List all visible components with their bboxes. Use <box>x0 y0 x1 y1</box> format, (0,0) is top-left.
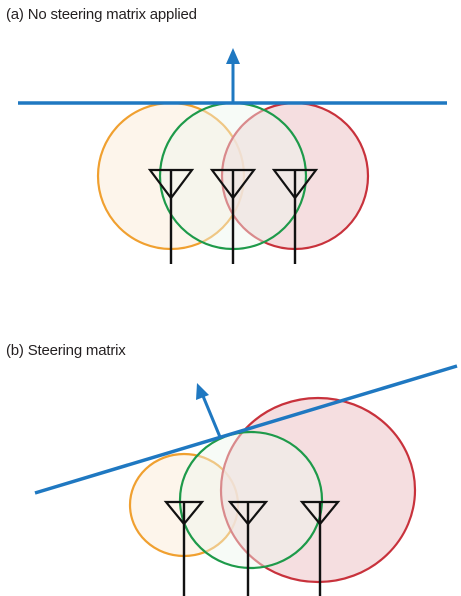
antenna-icon <box>271 168 319 264</box>
antenna-icon <box>299 500 341 596</box>
antenna-icon <box>209 168 257 264</box>
panel-a-label: (a) No steering matrix applied <box>6 6 197 23</box>
antenna-icon <box>163 500 205 596</box>
direction-arrow-icon <box>226 48 240 103</box>
lobe-green-b <box>178 430 324 570</box>
antenna-icon <box>227 500 269 596</box>
panel-b <box>34 364 458 596</box>
panel-a <box>18 48 447 264</box>
wavefront-line-b <box>34 364 458 495</box>
direction-arrow-icon <box>196 383 222 438</box>
antenna-icon <box>147 168 195 264</box>
panel-b-label: (b) Steering matrix <box>6 342 126 359</box>
lobe-red-b <box>219 396 417 584</box>
